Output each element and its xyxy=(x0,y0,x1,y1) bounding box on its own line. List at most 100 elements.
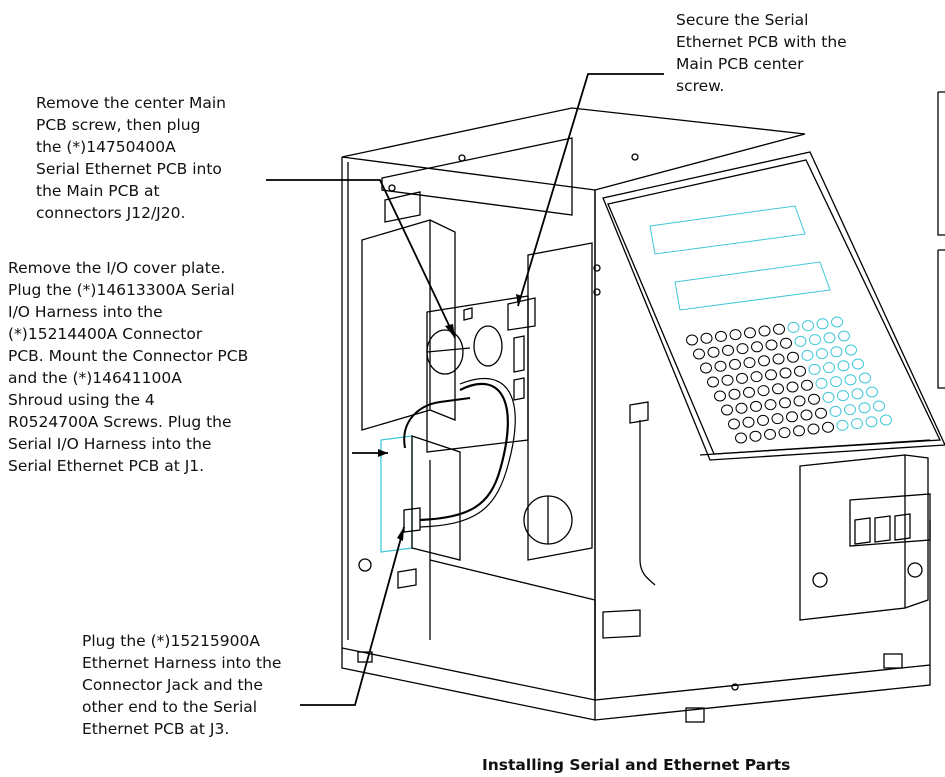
keypad-key xyxy=(773,323,785,335)
keypad-key xyxy=(809,334,821,346)
serial-io-harness xyxy=(403,397,471,449)
keypad-key xyxy=(837,360,850,372)
keypad-key xyxy=(778,427,791,439)
keypad-key xyxy=(714,360,727,372)
callout-ethernet-harness: Plug the (*)15215900A Ethernet Harness i… xyxy=(82,632,282,738)
keypad-key xyxy=(721,404,733,416)
keypad-key xyxy=(822,421,834,433)
keypad-key xyxy=(722,344,734,356)
housing-left-panel xyxy=(341,157,596,701)
keypad-key xyxy=(744,327,756,339)
keypad-key xyxy=(808,363,821,375)
keypad-key xyxy=(802,320,814,332)
keypad-key xyxy=(750,371,763,383)
callout-secure-pcb: Secure the Serial Ethernet PCB with the … xyxy=(676,11,847,95)
keypad-key xyxy=(743,386,755,398)
keypad-key xyxy=(729,358,741,370)
keypad-key xyxy=(742,416,755,428)
keypad-key xyxy=(807,423,820,435)
keypad-key xyxy=(779,397,791,409)
keypad-key xyxy=(758,325,771,337)
keypad-key xyxy=(686,334,698,346)
keypad-bezel xyxy=(602,151,945,461)
keypad-key xyxy=(764,428,776,440)
keypad-key xyxy=(757,385,770,397)
keypad-key xyxy=(844,404,856,416)
keypad-key xyxy=(873,400,885,412)
keypad-key xyxy=(735,402,748,414)
keypad-key xyxy=(721,374,734,386)
keypad-key xyxy=(865,416,878,428)
keypad-key xyxy=(714,390,726,402)
keypad-key xyxy=(851,418,863,430)
keypad-key xyxy=(693,348,705,360)
keypad-key xyxy=(735,432,747,444)
keypad-key xyxy=(728,388,741,400)
keypad-key xyxy=(771,413,784,425)
keypad-key xyxy=(858,402,871,414)
keypad-key xyxy=(829,405,842,417)
keypad-key xyxy=(728,418,740,430)
keypad-key xyxy=(816,318,829,330)
leader-main-pcb xyxy=(266,179,456,339)
keypad-key xyxy=(823,362,835,374)
keypad-key xyxy=(772,383,784,395)
keypad-key xyxy=(801,379,813,391)
keypad-key xyxy=(845,344,857,356)
keypad-key xyxy=(793,425,805,437)
keypad-key xyxy=(787,321,800,333)
keypad-key xyxy=(772,353,785,365)
keypad-key xyxy=(780,337,792,349)
keypad-key xyxy=(758,355,770,367)
keypad-key xyxy=(794,365,806,377)
keypad-key xyxy=(859,372,871,384)
keypad-key xyxy=(707,376,719,388)
keypad-key xyxy=(779,367,792,379)
keypad-key xyxy=(851,388,864,400)
keypad-key xyxy=(736,372,748,384)
keypad-key xyxy=(743,357,756,369)
keypad-key xyxy=(852,358,864,370)
keypad-key xyxy=(866,386,878,398)
keypad-key xyxy=(815,407,827,419)
keypad-key xyxy=(823,332,836,344)
keypad-key xyxy=(831,316,843,328)
housing-top-panel xyxy=(341,107,806,191)
keypad-key xyxy=(794,335,807,347)
keypad-key xyxy=(736,343,749,355)
shroud xyxy=(411,435,461,561)
leader-secure-pcb xyxy=(517,73,664,307)
callout-main-pcb: Remove the center Main PCB screw, then p… xyxy=(36,94,226,222)
main-pcb xyxy=(527,242,593,561)
keypad-key xyxy=(793,395,806,407)
printer-module xyxy=(799,454,906,621)
keypad-key xyxy=(844,374,857,386)
keypad-key xyxy=(836,419,849,431)
leader-ethernet-harness xyxy=(300,526,405,706)
keypad-key xyxy=(800,409,813,421)
housing-right-panel xyxy=(594,190,931,701)
keypad-key xyxy=(808,393,820,405)
keypad-key xyxy=(786,411,798,423)
keypad-key xyxy=(715,330,727,342)
keypad-key xyxy=(751,341,763,353)
keypad-key xyxy=(700,362,712,374)
keypad-key xyxy=(830,346,843,358)
keypad-key xyxy=(786,381,799,393)
keypad-key xyxy=(700,332,713,344)
keypad-key xyxy=(749,430,762,442)
keypad-key xyxy=(838,330,850,342)
keypad-key xyxy=(757,414,769,426)
keypad-key xyxy=(750,400,762,412)
keypad-key xyxy=(729,329,742,341)
figure-caption: Installing Serial and Ethernet Parts xyxy=(482,756,791,774)
keypad-key xyxy=(822,391,835,403)
keypad-key xyxy=(764,399,777,411)
keypad-key xyxy=(830,376,842,388)
keypad-key xyxy=(765,369,777,381)
keypad-key xyxy=(707,346,720,358)
keypad-key xyxy=(880,414,892,426)
keypad-key xyxy=(787,351,799,363)
power-supply xyxy=(361,219,431,431)
